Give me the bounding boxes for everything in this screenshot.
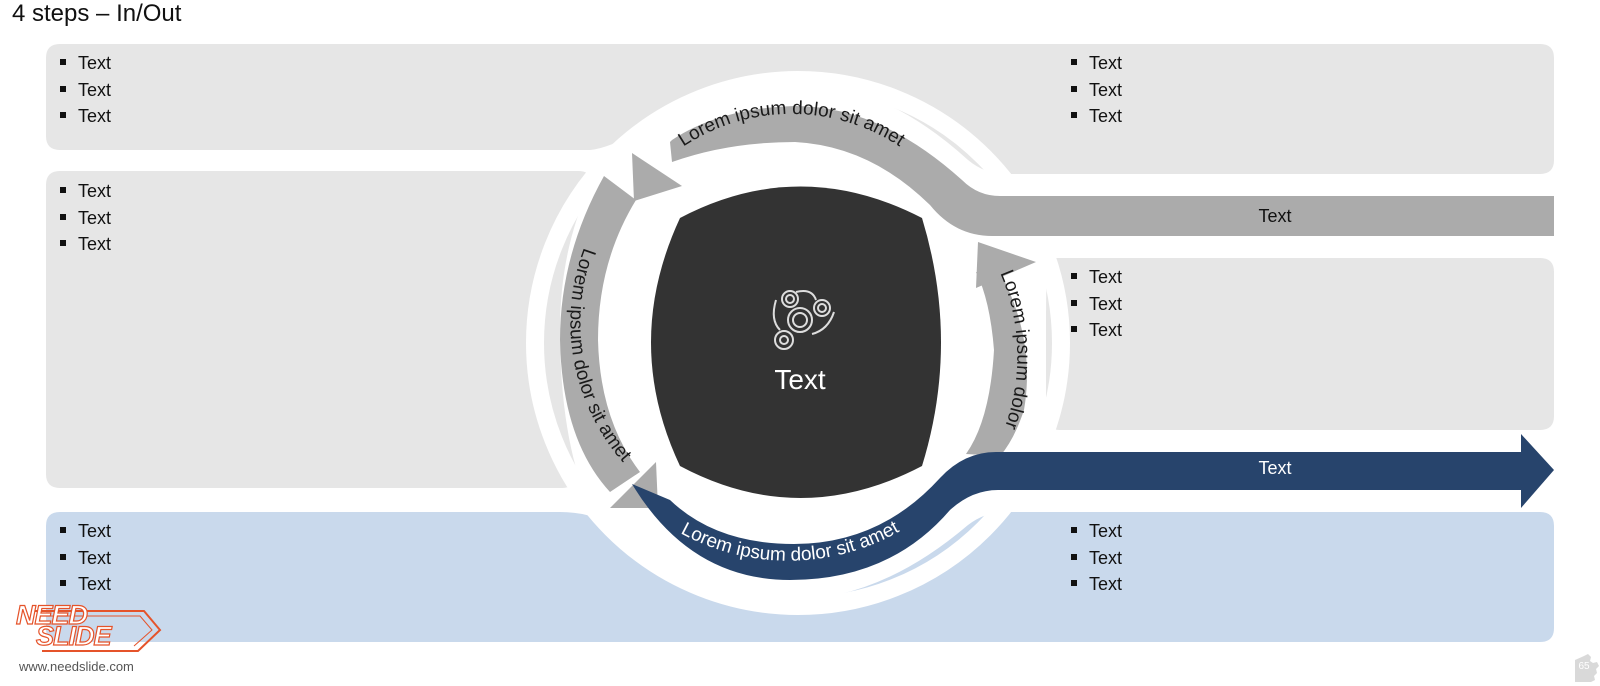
left-arc-arrow bbox=[560, 176, 640, 492]
gray-input-arrow bbox=[670, 106, 1554, 236]
gear-icon bbox=[1575, 654, 1599, 682]
panel-top-left-list: Text Text Text bbox=[60, 50, 111, 130]
panel-bottom-left-list: Text Text Text bbox=[60, 518, 111, 598]
panel-bottom-right-list: Text Text Text bbox=[1071, 518, 1122, 598]
panel-bottom bbox=[46, 512, 1554, 642]
logo-arrow-icon bbox=[34, 610, 162, 652]
center-label: Text bbox=[774, 364, 826, 395]
center-ring-outline bbox=[526, 71, 1070, 615]
panel-middle-right bbox=[1046, 258, 1554, 430]
blue-arrow-label: Text bbox=[1258, 458, 1291, 478]
fidget-spinner-icon bbox=[772, 290, 835, 350]
logo-text-need: NEED bbox=[15, 599, 88, 630]
list-item: Text bbox=[60, 50, 111, 77]
list-item: Text bbox=[1071, 50, 1122, 77]
list-item: Text bbox=[60, 571, 111, 598]
list-item: Text bbox=[60, 205, 111, 232]
list-item: Text bbox=[60, 231, 111, 258]
panel-middle-right-list: Text Text Text bbox=[1071, 264, 1122, 344]
list-item: Text bbox=[1071, 264, 1122, 291]
list-item: Text bbox=[1071, 571, 1122, 598]
list-item: Text bbox=[60, 518, 111, 545]
right-arc-arrowhead bbox=[976, 242, 1036, 288]
list-item: Text bbox=[60, 178, 111, 205]
panel-top bbox=[46, 44, 1554, 174]
list-item: Text bbox=[60, 103, 111, 130]
blue-output-arrow bbox=[632, 434, 1554, 580]
slide-title: 4 steps – In/Out bbox=[12, 0, 182, 27]
page-number: 65 bbox=[1578, 661, 1590, 672]
gray-arrow-label: Text bbox=[1258, 206, 1291, 226]
list-item: Text bbox=[1071, 103, 1122, 130]
list-item: Text bbox=[1071, 77, 1122, 104]
list-item: Text bbox=[1071, 317, 1122, 344]
logo-url: www.needslide.com bbox=[19, 659, 134, 674]
panel-middle-left bbox=[46, 171, 591, 488]
list-item: Text bbox=[1071, 291, 1122, 318]
list-item: Text bbox=[1071, 518, 1122, 545]
panel-middle-left-list: Text Text Text bbox=[60, 178, 111, 258]
list-item: Text bbox=[1071, 545, 1122, 572]
center-core bbox=[651, 186, 941, 498]
panel-top-right-list: Text Text Text bbox=[1071, 50, 1122, 130]
top-arc-arrowhead bbox=[632, 153, 682, 201]
list-item: Text bbox=[60, 545, 111, 572]
list-item: Text bbox=[60, 77, 111, 104]
logo-text-slide: SLIDE bbox=[35, 620, 112, 651]
right-arc-arrow bbox=[966, 272, 1027, 456]
